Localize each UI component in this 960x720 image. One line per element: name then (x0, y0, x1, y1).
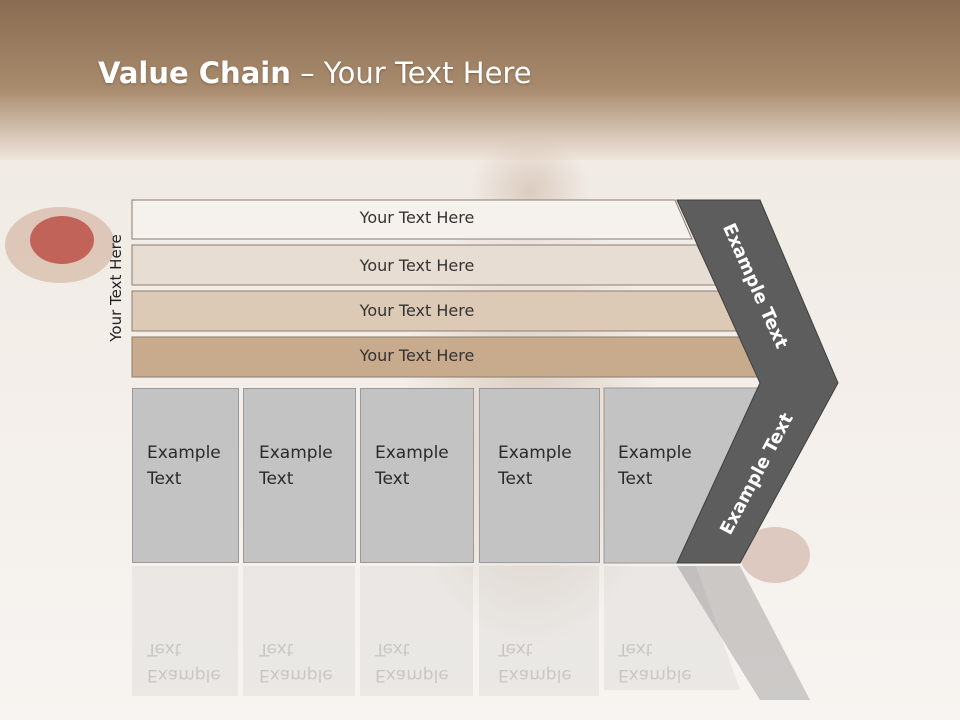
box-2-line2: Text (259, 469, 294, 489)
box-4-line1: Example (498, 443, 572, 463)
row-3-label: Your Text Here (359, 301, 475, 320)
box-3 (360, 388, 474, 563)
row-4-label: Your Text Here (359, 346, 475, 365)
title-bold: Value Chain (98, 56, 291, 90)
box-2-line1: Example (259, 443, 333, 463)
row-1-label: Your Text Here (359, 208, 475, 227)
side-label: Your Text Here (107, 234, 125, 342)
box-5-line2: Text (618, 469, 653, 489)
title-rest: – Your Text Here (290, 56, 532, 90)
box-4 (479, 388, 600, 563)
box-3-line1: Example (375, 443, 449, 463)
chevron-arrow (676, 199, 839, 564)
box-2 (243, 388, 356, 563)
box-4-line2: Text (498, 469, 533, 489)
box-1-line2: Text (147, 469, 182, 489)
box-1 (132, 388, 239, 563)
box-5-line1: Example (618, 443, 692, 463)
row-2-label: Your Text Here (359, 256, 475, 275)
box-3-line2: Text (375, 469, 410, 489)
box-1-line1: Example (147, 443, 221, 463)
slide-title: Value Chain – Your Text Here (98, 56, 532, 90)
boxing-glove-image (5, 207, 115, 283)
row-1-shape (131, 199, 693, 240)
